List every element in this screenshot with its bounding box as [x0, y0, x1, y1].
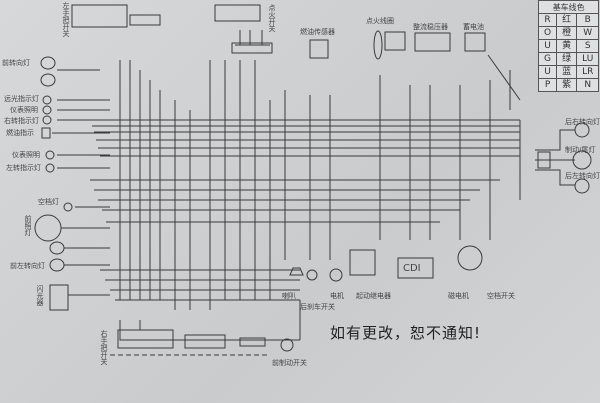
- flasher-label: 闪光器: [36, 285, 44, 306]
- battery-label: 蓄电池: [463, 23, 484, 31]
- rectifier-label: 整流稳压器: [413, 23, 448, 31]
- harness-lines: [90, 30, 575, 341]
- legend-color: 蓝: [556, 65, 578, 79]
- ignition-switch-label: 点火开关: [268, 4, 276, 32]
- headlight-label: 前照灯: [24, 215, 32, 236]
- starter-relay-label: 起动继电器: [356, 292, 391, 300]
- legend-code2: W: [576, 26, 600, 40]
- legend-color: 橙: [556, 26, 578, 40]
- rear-right-turn-label: 后右转向灯: [565, 118, 600, 126]
- left-lamps: [34, 56, 110, 311]
- legend-code: U: [537, 39, 558, 53]
- bottom-components: [110, 245, 483, 356]
- neutral-light-label: 空档灯: [38, 198, 59, 206]
- legend-title: 基车线色: [537, 0, 600, 14]
- meter-light-label: 仪表照明: [12, 151, 40, 159]
- right-lamps: [537, 122, 592, 194]
- front-left-turn-light-label: 前左转向灯: [10, 262, 45, 270]
- legend-code: R: [537, 13, 558, 27]
- legend-code2: S: [576, 39, 600, 53]
- legend-code: G: [537, 52, 558, 66]
- rear-brake-switch-label: 后刹车开关: [300, 303, 335, 311]
- legend-color: 绿: [556, 52, 578, 66]
- right-turn-indicator-label: 右转指示灯: [4, 117, 39, 125]
- high-beam-indicator-label: 远光指示灯: [4, 95, 39, 103]
- legend-color: 紫: [556, 78, 578, 92]
- left-turn-indicator-label: 左转指示灯: [6, 164, 41, 172]
- legend-code2: LR: [576, 65, 600, 79]
- ignition-coil-label: 点火线圈: [366, 17, 394, 25]
- fuel-indicator-label: 燃油指示: [6, 129, 34, 137]
- fuel-sensor-label: 燃油传感器: [300, 28, 335, 36]
- legend-code: U: [537, 65, 558, 79]
- brake-tail-light-label: 制动/尾灯: [565, 146, 596, 154]
- legend-code2: LU: [576, 52, 600, 66]
- magneto-label: 磁电机: [448, 292, 469, 300]
- left-handlebar-switch-label: 左手把开关: [62, 2, 70, 37]
- horn-label: 喇叭: [282, 292, 296, 300]
- meter-light-label: 仪表照明: [10, 106, 38, 114]
- top-components: [71, 4, 521, 101]
- front-brake-switch-label: 前制动开关: [272, 359, 307, 367]
- neutral-switch-label: 空档开关: [487, 292, 515, 300]
- motor-label: 电机: [330, 292, 344, 300]
- legend-color: 红: [556, 13, 578, 27]
- legend-code: P: [537, 78, 558, 92]
- rear-left-turn-label: 后左转向灯: [565, 172, 600, 180]
- notice-text: 如有更改，恕不通知!: [330, 324, 482, 342]
- front-turn-light-label: 前转向灯: [2, 59, 30, 67]
- legend-code2: N: [576, 78, 600, 92]
- cdi-label: CDI: [403, 263, 421, 274]
- right-handlebar-switch-label: 右手把开关: [100, 330, 108, 365]
- legend-code: O: [537, 26, 558, 40]
- legend-code2: B: [576, 13, 600, 27]
- legend-color: 黄: [556, 39, 578, 53]
